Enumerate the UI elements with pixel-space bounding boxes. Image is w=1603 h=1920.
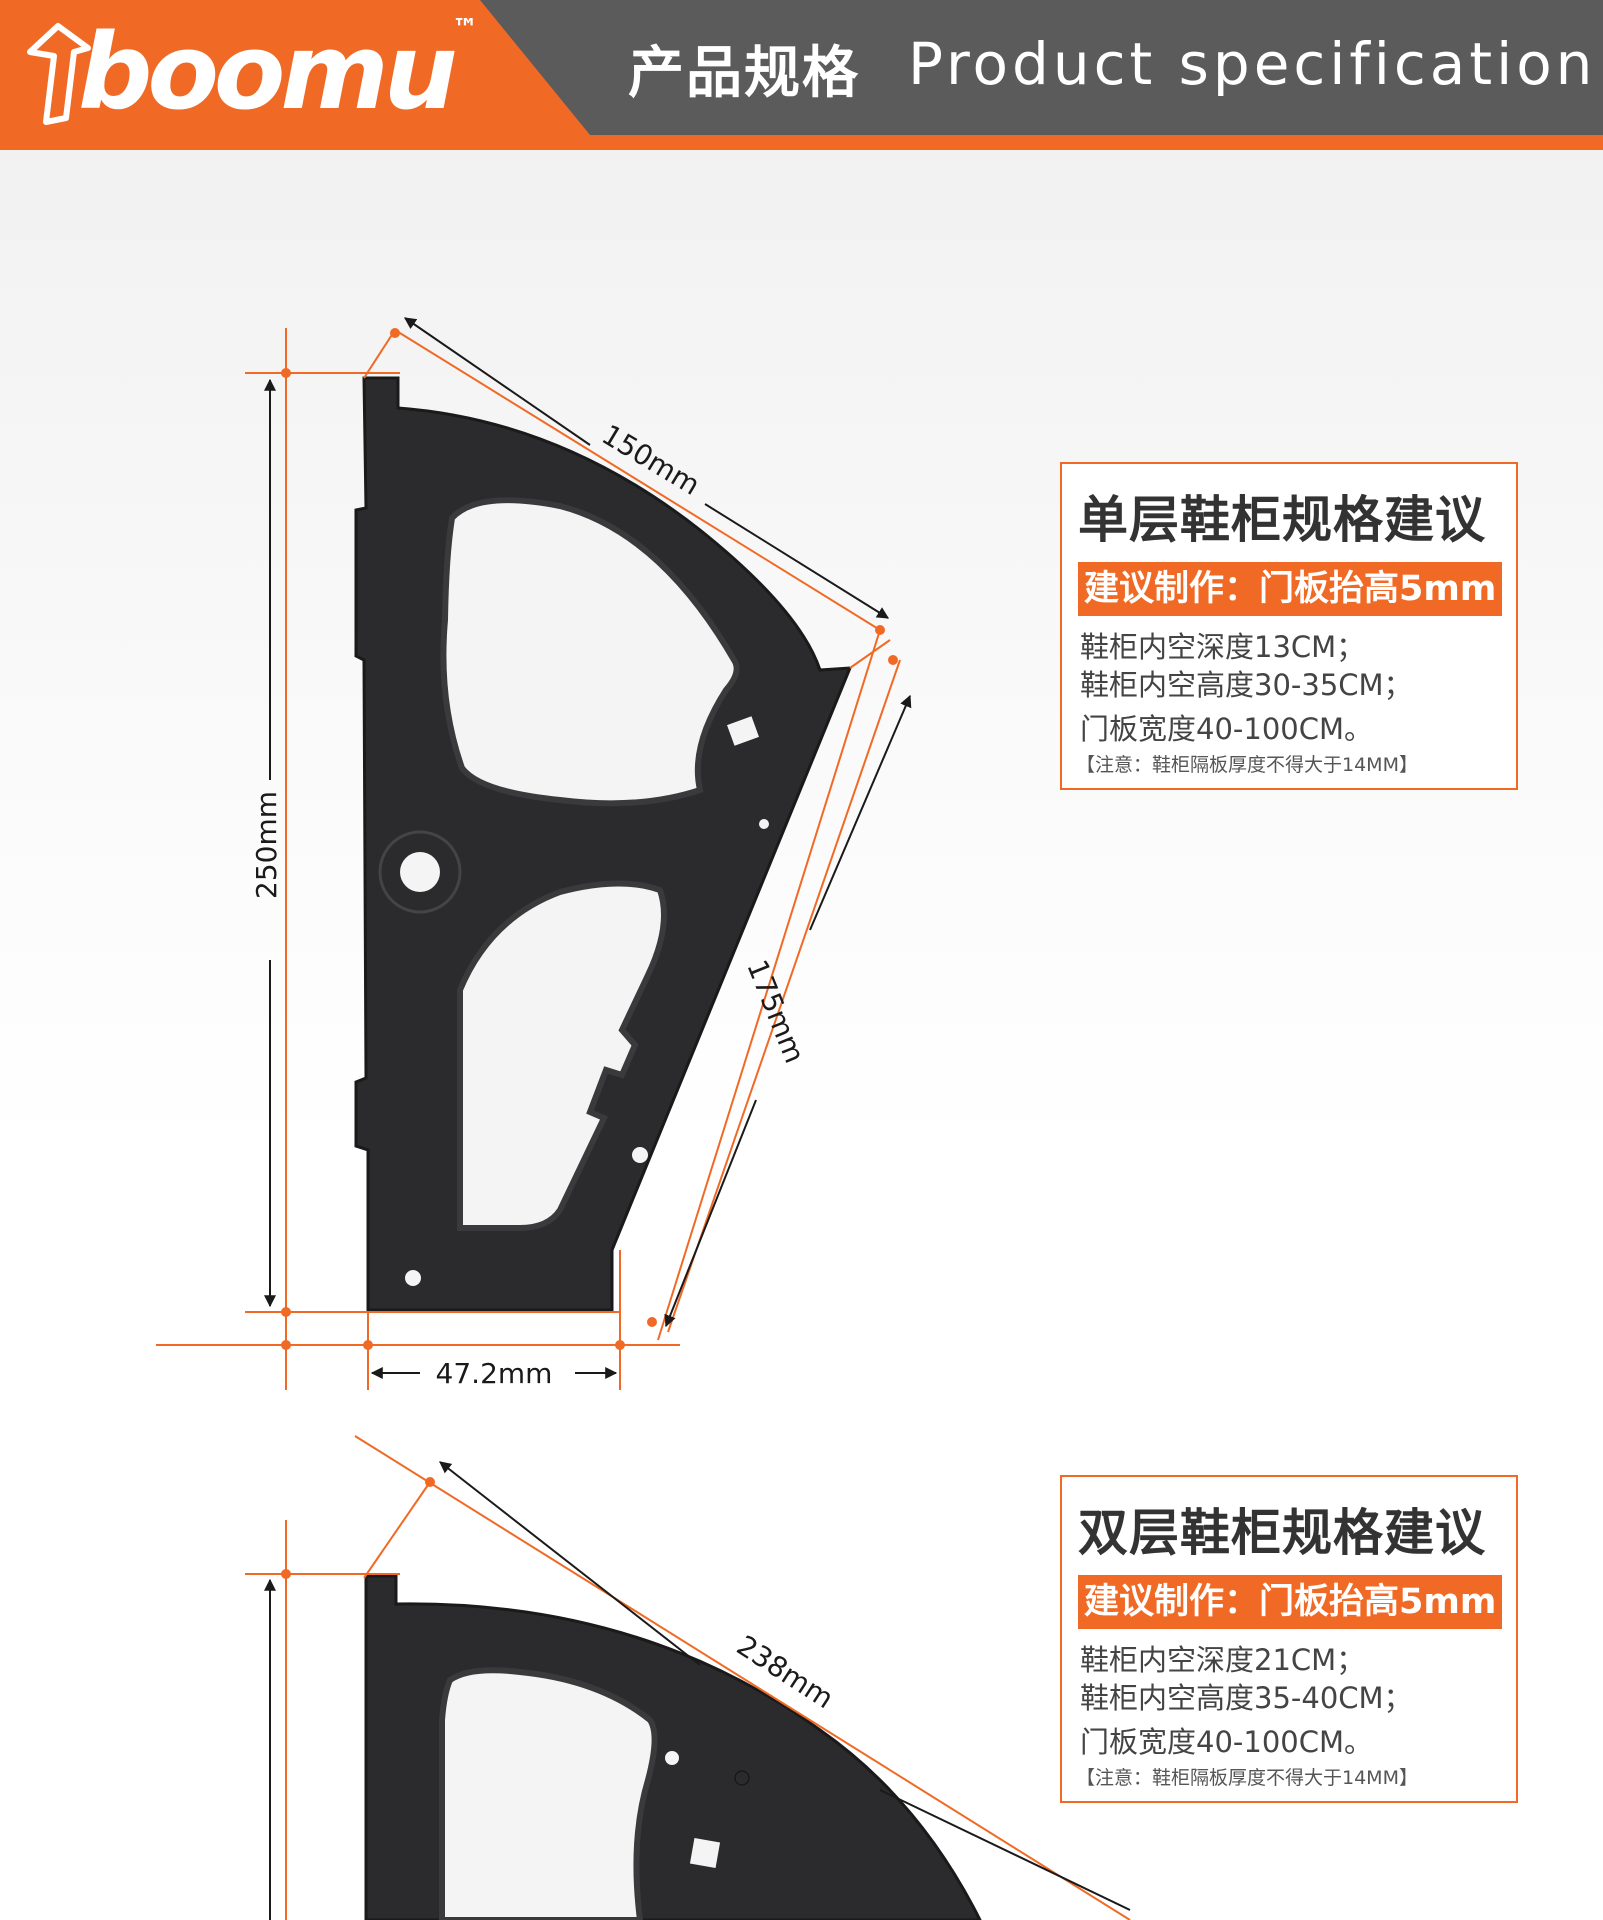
spec-banner: 建议制作：门板抬高5mm bbox=[1078, 1575, 1502, 1629]
logo-arrow-icon bbox=[27, 23, 91, 125]
page-title-cn: 产品规格 bbox=[628, 41, 860, 106]
single-dimension-dots bbox=[281, 328, 898, 1350]
double-measure-arrows bbox=[264, 1461, 1131, 1920]
dim-base-label: 47.2mm bbox=[436, 1357, 553, 1390]
page-title-en: Product specification bbox=[908, 30, 1597, 98]
spec-line-depth: 鞋柜内空深度13CM； bbox=[1080, 630, 1366, 664]
spec-line-height: 鞋柜内空高度35-40CM； bbox=[1080, 1681, 1413, 1715]
dim-slant-label: 175mm bbox=[740, 955, 811, 1067]
header-banner: boomu ™ 产品规格 Product specification bbox=[0, 0, 1603, 150]
single-measure-arrows bbox=[264, 317, 912, 1379]
spec-line-depth: 鞋柜内空深度21CM； bbox=[1080, 1643, 1366, 1677]
double-layer-bracket bbox=[364, 1574, 982, 1920]
spec-box-single: 单层鞋柜规格建议 建议制作：门板抬高5mm 鞋柜内空深度13CM； 鞋柜内空高度… bbox=[1060, 462, 1518, 790]
spec-box-double: 双层鞋柜规格建议 建议制作：门板抬高5mm 鞋柜内空深度21CM； 鞋柜内空高度… bbox=[1060, 1475, 1518, 1803]
spec-banner: 建议制作：门板抬高5mm bbox=[1078, 562, 1502, 616]
spec-line-height: 鞋柜内空高度30-35CM； bbox=[1080, 668, 1413, 702]
spec-line-width: 门板宽度40-100CM。 bbox=[1080, 1725, 1373, 1759]
spec-heading: 单层鞋柜规格建议 bbox=[1078, 491, 1486, 549]
trademark-symbol: ™ bbox=[452, 14, 478, 44]
single-layer-bracket bbox=[354, 376, 853, 1312]
spec-heading: 双层鞋柜规格建议 bbox=[1078, 1504, 1486, 1562]
header-background bbox=[0, 0, 1603, 150]
spec-note: 【注意：鞋柜隔板厚度不得大于14MM】 bbox=[1076, 1767, 1418, 1789]
double-dimension-lines bbox=[245, 1435, 1131, 1920]
spec-note: 【注意：鞋柜隔板厚度不得大于14MM】 bbox=[1076, 754, 1418, 776]
brand-logo: boomu bbox=[78, 11, 458, 133]
single-dimension-lines bbox=[156, 328, 901, 1390]
spec-line-width: 门板宽度40-100CM。 bbox=[1080, 712, 1373, 746]
double-dimension-dots bbox=[281, 1477, 435, 1579]
dim-height-label: 250mm bbox=[250, 791, 283, 899]
